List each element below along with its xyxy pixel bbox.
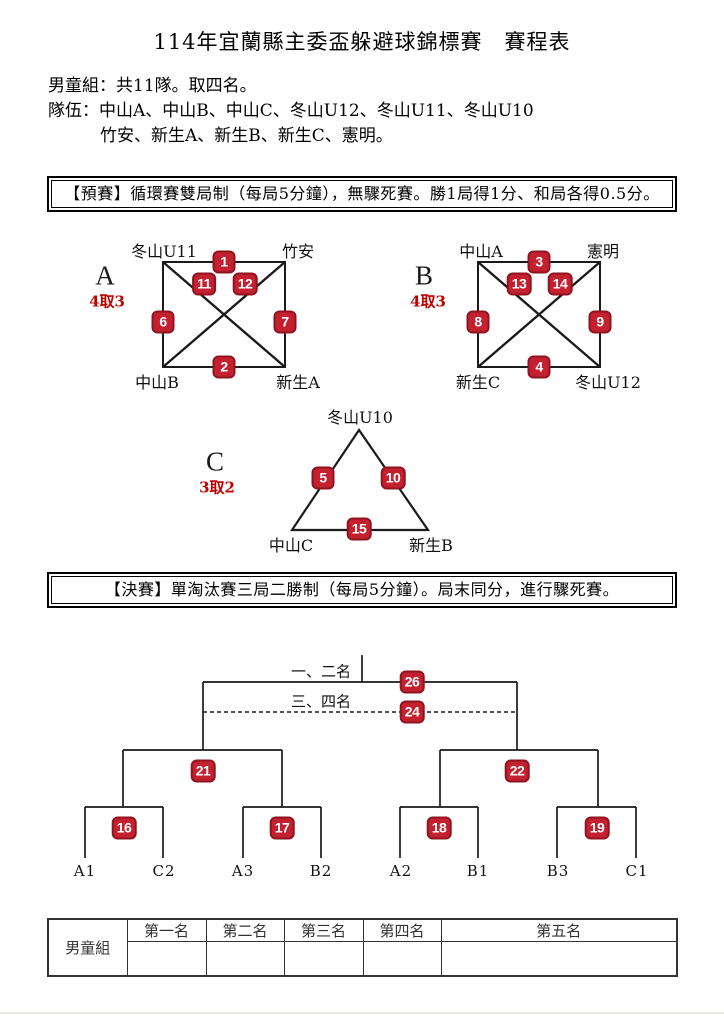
match-badge: 14 <box>547 272 573 296</box>
results-empty-cell <box>126 941 207 976</box>
team-label: 新生C <box>455 373 501 392</box>
team-label: 新生B <box>409 536 453 555</box>
results-empty-cell <box>440 941 678 976</box>
match-badge: 10 <box>380 466 406 490</box>
results-header-cell: 第五名 <box>440 918 678 942</box>
match-badge: 22 <box>504 759 530 783</box>
results-empty-cell <box>283 941 364 976</box>
bracket-team-label: A1 <box>73 862 97 880</box>
prelim-rule-box: 【預賽】循環賽雙局制（每局5分鐘），無驟死賽。勝1局得1分、和局各得0.5分。 <box>47 176 677 212</box>
team-label: 中山B <box>135 373 179 392</box>
match-badge: 21 <box>190 759 216 783</box>
results-header-cell: 第四名 <box>362 918 442 942</box>
bracket-team-label: A3 <box>231 862 255 880</box>
match-badge: 19 <box>584 816 610 840</box>
results-header-cell: 第三名 <box>283 918 364 942</box>
intro-line: 男童組：共11隊。取四名。 <box>48 76 257 96</box>
bracket-team-label: C1 <box>625 862 649 880</box>
bracket-team-label: C2 <box>152 862 176 880</box>
group-c-letter: C <box>205 446 225 477</box>
results-empty-cell <box>205 941 285 976</box>
match-badge: 6 <box>151 310 175 334</box>
match-badge: 15 <box>346 517 372 541</box>
match-badge: 24 <box>399 700 425 724</box>
match-badge: 2 <box>212 355 236 379</box>
match-badge: 8 <box>466 310 490 334</box>
group-a-letter: A <box>95 260 115 291</box>
group-b-pick: 4取3 <box>410 292 446 311</box>
intro-block: 男童組：共11隊。取四名。 隊伍：中山A、中山B、中山C、冬山U12、冬山U11… <box>48 74 534 149</box>
match-badge: 13 <box>506 272 532 296</box>
match-badge: 26 <box>399 670 425 694</box>
intro-line: 竹安、新生A、新生B、新生C、憲明。 <box>100 126 393 146</box>
page-bottom-edge <box>0 1012 724 1014</box>
intro-line: 隊伍：中山A、中山B、中山C、冬山U12、冬山U11、冬山U10 <box>48 101 534 121</box>
team-label: 中山A <box>459 242 503 261</box>
team-label: 新生A <box>276 373 320 392</box>
match-badge: 9 <box>588 310 612 334</box>
bracket-team-label: B2 <box>309 862 333 880</box>
match-badge: 12 <box>232 272 258 296</box>
match-badge: 18 <box>426 816 452 840</box>
knockout-bracket-lines <box>84 655 637 858</box>
match-badge: 1 <box>212 250 236 274</box>
final-rule-box: 【決賽】單淘汰賽三局二勝制（每局5分鐘）。局末同分，進行驟死賽。 <box>47 572 677 608</box>
bracket-team-label: A2 <box>389 862 413 880</box>
team-label: 竹安 <box>281 242 315 261</box>
match-badge: 7 <box>273 310 297 334</box>
prelim-rule-text: 【預賽】循環賽雙局制（每局5分鐘），無驟死賽。勝1局得1分、和局各得0.5分。 <box>51 180 673 208</box>
team-label: 冬山U11 <box>131 242 197 261</box>
team-label: 冬山U10 <box>327 408 393 427</box>
group-b-letter: B <box>414 260 434 291</box>
results-empty-cell <box>362 941 442 976</box>
team-label: 冬山U12 <box>575 373 641 392</box>
bracket-final-label: 一、二名 <box>290 662 352 681</box>
group-b-square <box>477 261 601 368</box>
page-title: 114年宜蘭縣主委盃躲避球錦標賽 賽程表 <box>153 30 571 54</box>
bracket-team-label: B3 <box>546 862 570 880</box>
match-badge: 11 <box>192 272 216 296</box>
results-header-cell: 第一名 <box>126 918 207 942</box>
bracket-third-label: 三、四名 <box>290 692 352 711</box>
results-table: 男童組 第一名 第二名 第三名 第四名 第五名 <box>47 918 678 977</box>
results-group-cell: 男童組 <box>47 918 128 976</box>
match-badge: 4 <box>527 355 551 379</box>
team-label: 中山C <box>268 536 314 555</box>
group-a-pick: 4取3 <box>89 292 125 311</box>
team-label: 憲明 <box>586 242 620 261</box>
group-c-pick: 3取2 <box>199 478 235 497</box>
group-a-square <box>162 261 286 368</box>
match-badge: 5 <box>311 466 335 490</box>
match-badge: 3 <box>527 250 551 274</box>
bracket-team-label: B1 <box>466 862 490 880</box>
match-badge: 17 <box>269 816 295 840</box>
final-rule-text: 【決賽】單淘汰賽三局二勝制（每局5分鐘）。局末同分，進行驟死賽。 <box>51 576 673 604</box>
match-badge: 16 <box>111 816 137 840</box>
results-header-cell: 第二名 <box>205 918 285 942</box>
